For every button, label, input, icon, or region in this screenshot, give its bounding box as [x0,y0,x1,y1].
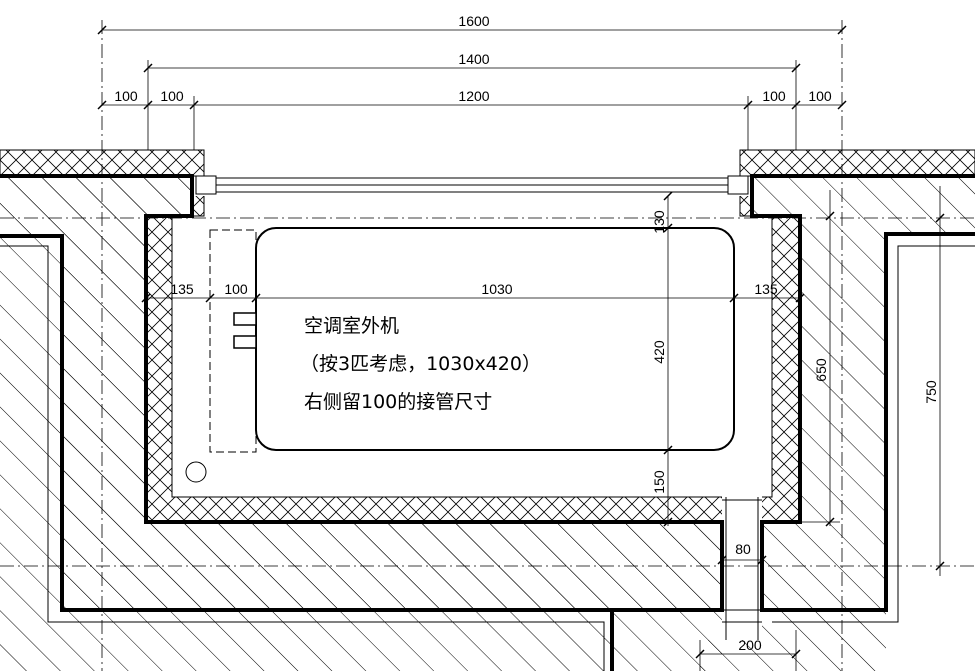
unit-label-line1: 空调室外机 [304,315,399,337]
top-opening [195,175,749,195]
dim-top-clearance: 130 [651,210,667,234]
dim-overall-width: 1600 [458,13,489,29]
interior-depth-dimensions [663,186,945,576]
dim-drain-width: 200 [738,637,762,653]
dim-opening-width: 1200 [458,88,489,104]
unit-label-line3: 右侧留100的接管尺寸 [304,391,492,413]
dim-unit-depth: 420 [651,340,667,364]
dim-bottom-clearance: 150 [651,470,667,494]
center-lines [0,20,975,671]
drain-dimensions [695,555,801,671]
dim-left-clearance: 135 [170,281,194,297]
ac-unit-body [255,227,735,451]
concrete-structure [0,176,975,671]
unit-label-line2: （按3匹考虑，1030x420） [300,353,541,375]
right-structure-hatch [752,176,975,610]
top-dimension-lines [97,25,847,150]
inner-lining-hatch-right [740,196,800,522]
dim-left-outer: 100 [114,88,138,104]
dim-left-inner: 100 [160,88,184,104]
dim-right-clearance: 135 [754,281,778,297]
pipe-connector-lower [233,335,257,349]
right-lower-hatch [700,610,886,671]
wall-outlines [0,174,975,671]
dim-pipe-allowance: 100 [224,281,248,297]
dim-unit-length: 1030 [481,281,512,297]
pipe-connector-upper [233,312,257,326]
dim-right-inner: 100 [762,88,786,104]
dim-outer-depth: 750 [923,380,939,404]
dim-inner-depth: 650 [813,358,829,382]
parapet-right [739,149,975,177]
drain-pipe [722,497,762,640]
dim-clear-width: 1400 [458,51,489,67]
interior-width-dimensions [141,293,805,303]
left-structure-hatch-2 [0,176,722,671]
floor-drain [185,461,207,483]
dim-drain-offset: 80 [735,541,751,557]
dim-right-outer: 100 [808,88,832,104]
